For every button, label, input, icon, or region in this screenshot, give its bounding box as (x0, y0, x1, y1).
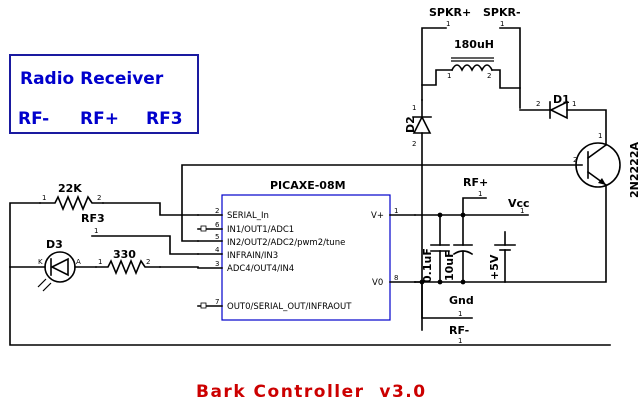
ic-pin-label: OUT0/SERIAL_OUT/INFRAOUT (227, 302, 352, 312)
ic-pin-num: 2 (215, 207, 219, 215)
pin-number: 1 (458, 337, 462, 345)
radio-receiver-block: Radio Receiver RF- RF+ RF3 (9, 54, 199, 134)
net-spkr-minus: SPKR- (483, 6, 521, 19)
ic-pin-label: INFRAIN/IN3 (227, 251, 278, 261)
diode-d2-label: D2 (404, 116, 417, 133)
radio-receiver-title: Radio Receiver (20, 69, 164, 89)
pin-number: 1 (412, 104, 416, 112)
ic-pin-label: SERIAL_In (227, 211, 269, 221)
pin-number: 2 (146, 258, 150, 266)
resistor-22k-label: 22K (58, 182, 82, 195)
capacitor-10uf: 10uF (443, 214, 474, 283)
radio-pin-rf-minus: RF- (18, 109, 49, 129)
pin-number: 1 (446, 20, 450, 28)
gnd-net: Gnd 1 (449, 294, 474, 318)
net-rf-plus: RF+ (463, 176, 488, 189)
pin-number: 2 (487, 72, 491, 80)
transistor-2n2222a: 2N2222A 1 2 (573, 132, 640, 198)
ic-pin-label: V+ (371, 211, 384, 221)
ic-pin-label: IN1/OUT1/ADC1 (227, 225, 294, 235)
cap2-label: 10uF (443, 250, 456, 281)
inductor-label: 180uH (454, 38, 494, 51)
battery-5v: +5V (488, 231, 516, 283)
led-d3: D3 K A (37, 238, 81, 292)
ic-pin-num: 8 (394, 274, 398, 282)
resistor-22k: 22K 1 2 (39, 182, 104, 212)
pin-number: 1 (520, 207, 524, 215)
ic-pin-label: ADC4/OUT4/IN4 (227, 264, 294, 274)
resistor-330: 330 1 2 (95, 248, 161, 276)
pin-number: 2 (573, 156, 577, 164)
pin-number: 1 (42, 194, 46, 202)
battery-label: +5V (488, 254, 501, 280)
pin-number: 1 (447, 72, 451, 80)
pin-letter: A (76, 258, 81, 266)
rf-minus-net: RF- 1 (449, 324, 469, 345)
pin-number: 1 (94, 227, 98, 235)
ic-pin-label: IN2/OUT2/ADC2/pwm2/tune (227, 238, 345, 248)
rf-plus-net: RF+ 1 (462, 176, 488, 216)
resistor-330-label: 330 (113, 248, 136, 261)
net-rf3: RF3 (81, 212, 105, 225)
pin-number: 1 (572, 100, 576, 108)
net-spkr-plus: SPKR+ (429, 6, 471, 19)
vcc-net: Vcc 1 (508, 197, 530, 215)
inductor-180uh: 180uH 1 2 (447, 38, 494, 80)
capacitor-0-1uf: 0.1uF (421, 214, 450, 283)
pin-number: 1 (458, 310, 462, 318)
pin-number: 1 (598, 132, 602, 140)
pin-number: 1 (98, 258, 102, 266)
ic-name: PICAXE-08M (270, 179, 346, 192)
speaker-terminals: SPKR+ SPKR- 1 1 (429, 6, 521, 28)
ic-pin-num: 6 (215, 221, 220, 229)
diode-d2: D2 1 2 (404, 104, 432, 148)
pin-number: 1 (500, 20, 504, 28)
net-vcc: Vcc (508, 197, 530, 210)
pin-number: 2 (412, 140, 416, 148)
net-rf-minus: RF- (449, 324, 469, 337)
ic-pin-num: 7 (215, 298, 219, 306)
ic-pin-label: V0 (372, 278, 383, 288)
pin-number: 2 (536, 100, 540, 108)
led-label: D3 (46, 238, 63, 251)
ic-pin-num: 3 (215, 260, 219, 268)
ic-pin-num: 4 (215, 246, 220, 254)
transistor-label: 2N2222A (628, 142, 640, 198)
ic-pin-num: 5 (215, 233, 219, 241)
pin-letter: K (38, 258, 43, 266)
drawing-title: Bark Controller v3.0 (196, 382, 427, 402)
radio-pin-rf-plus: RF+ (80, 109, 119, 129)
pin-number: 2 (97, 194, 101, 202)
net-gnd: Gnd (449, 294, 474, 307)
radio-pin-rf3: RF3 (146, 109, 183, 129)
rf3-net: RF3 1 (81, 212, 199, 255)
pin-number: 1 (478, 190, 482, 198)
picaxe-ic: PICAXE-08M 2 6 5 4 3 7 SERIAL_In IN1/OUT… (197, 179, 416, 321)
ic-pin-num: 1 (394, 207, 398, 215)
cap1-label: 0.1uF (421, 248, 434, 283)
diode-d1: D1 2 1 (536, 93, 576, 120)
